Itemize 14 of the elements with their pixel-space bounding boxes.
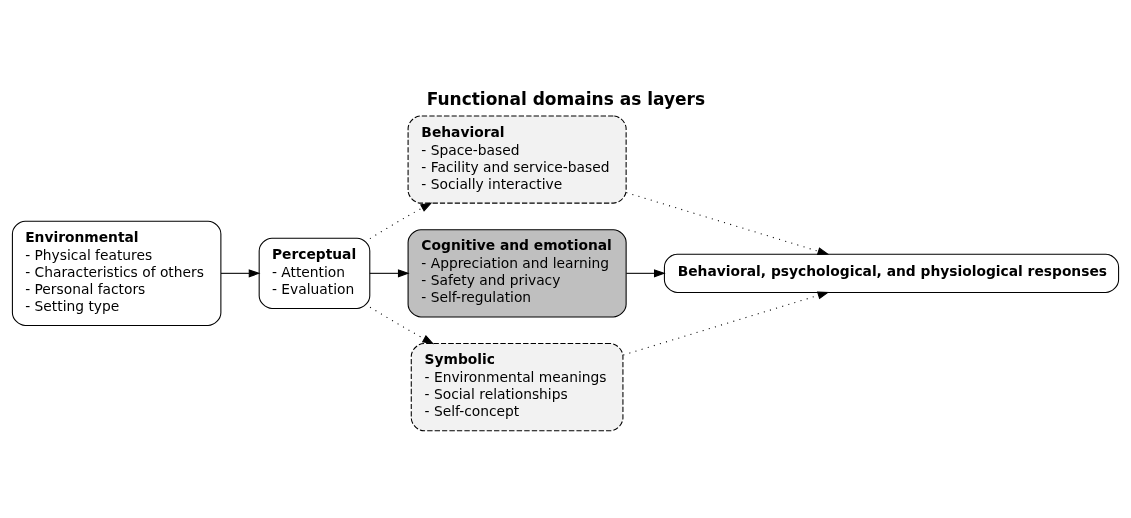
node-box: Behavioral - Space-based - Facility and service-based - Socially interactive [407,114,627,204]
node-box: Cognitive and emotional - Appreciation and learning - Safety and privacy - Self-regulation [407,228,627,317]
node-box: Perceptual - Attention - Evaluation [258,237,371,309]
arrow [369,201,433,239]
arrow [220,268,261,277]
arrow [625,268,666,277]
node-box: Symbolic - Environmental meanings - Social relationships - Self-concept [410,342,624,431]
diagram-title: Functional domains as layers [426,88,706,109]
arrow [625,191,830,255]
node-box: Behavioral, psychological, and physiological responses [663,253,1120,293]
arrow [369,268,410,277]
node-box: Environmental - Physical features - Characteristics of others - Personal factors - Setting type [11,220,222,326]
arrow [622,291,830,355]
arrow [369,306,435,344]
